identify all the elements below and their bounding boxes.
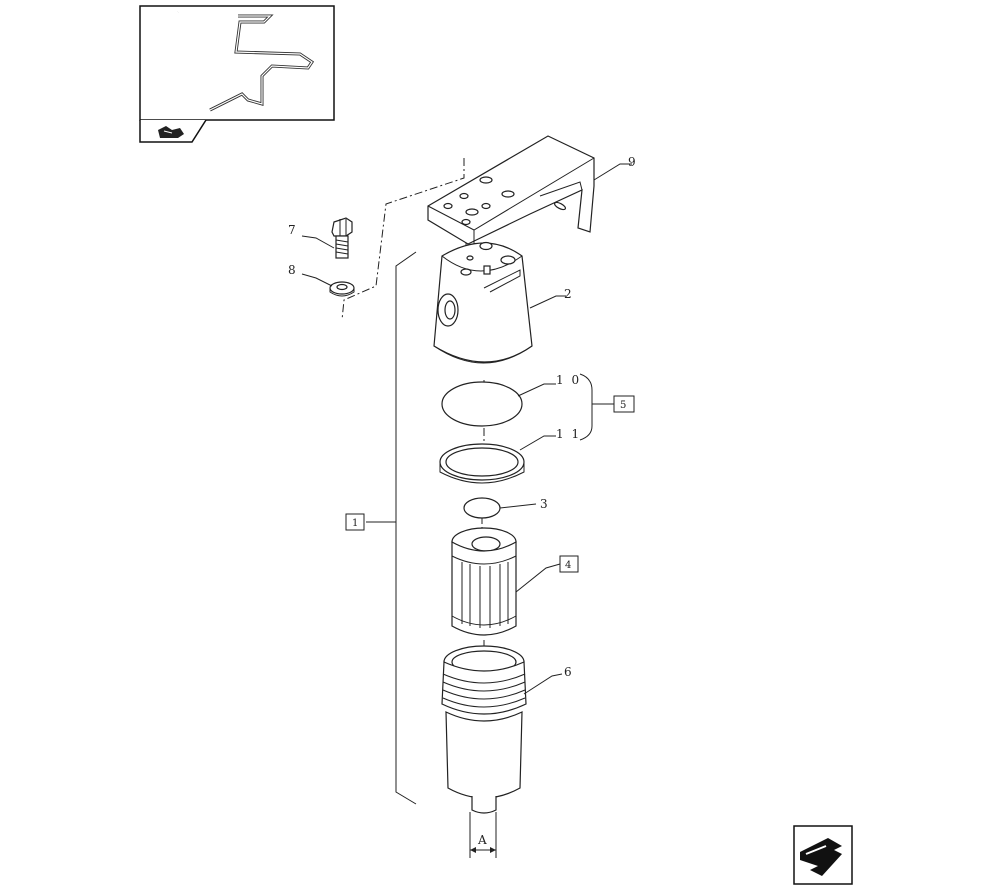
inset-thumbnail bbox=[139, 5, 335, 143]
callout-box-1[interactable] bbox=[345, 513, 365, 531]
tractor-shape-icon bbox=[158, 126, 184, 138]
seal-ring bbox=[439, 443, 525, 484]
callout-9: 9 bbox=[628, 155, 638, 169]
dimension-label: A bbox=[477, 833, 489, 847]
callout-2: 2 bbox=[564, 287, 574, 301]
callout-7: 7 bbox=[288, 223, 298, 237]
callout-4: 4 bbox=[565, 560, 571, 571]
callout-box-4[interactable] bbox=[559, 555, 579, 573]
callout-10: 1 0 bbox=[556, 373, 581, 387]
pipe-routing-thumbnail-icon bbox=[173, 11, 315, 113]
callout-1: 1 bbox=[352, 518, 358, 529]
washer bbox=[329, 281, 355, 297]
callout-5: 5 bbox=[620, 400, 626, 411]
centerline-bolt-route bbox=[341, 158, 465, 321]
o-ring-large bbox=[441, 381, 523, 427]
o-ring-small bbox=[463, 497, 501, 519]
assembly-bracket-1 bbox=[395, 251, 417, 805]
filter-head bbox=[433, 241, 533, 364]
filter-bowl bbox=[441, 645, 527, 814]
dimension-a: A bbox=[469, 812, 497, 858]
bolt bbox=[331, 217, 353, 259]
callout-box-5[interactable] bbox=[613, 395, 635, 413]
mounting-bracket bbox=[427, 135, 595, 245]
filter-element bbox=[451, 527, 517, 636]
callout-3: 3 bbox=[540, 497, 550, 511]
next-page-arrow-icon[interactable] bbox=[793, 825, 853, 885]
kit-bracket-5 bbox=[579, 373, 593, 441]
callout-6: 6 bbox=[564, 665, 574, 679]
callout-11: 1 1 bbox=[556, 427, 581, 441]
callout-8: 8 bbox=[288, 263, 298, 277]
